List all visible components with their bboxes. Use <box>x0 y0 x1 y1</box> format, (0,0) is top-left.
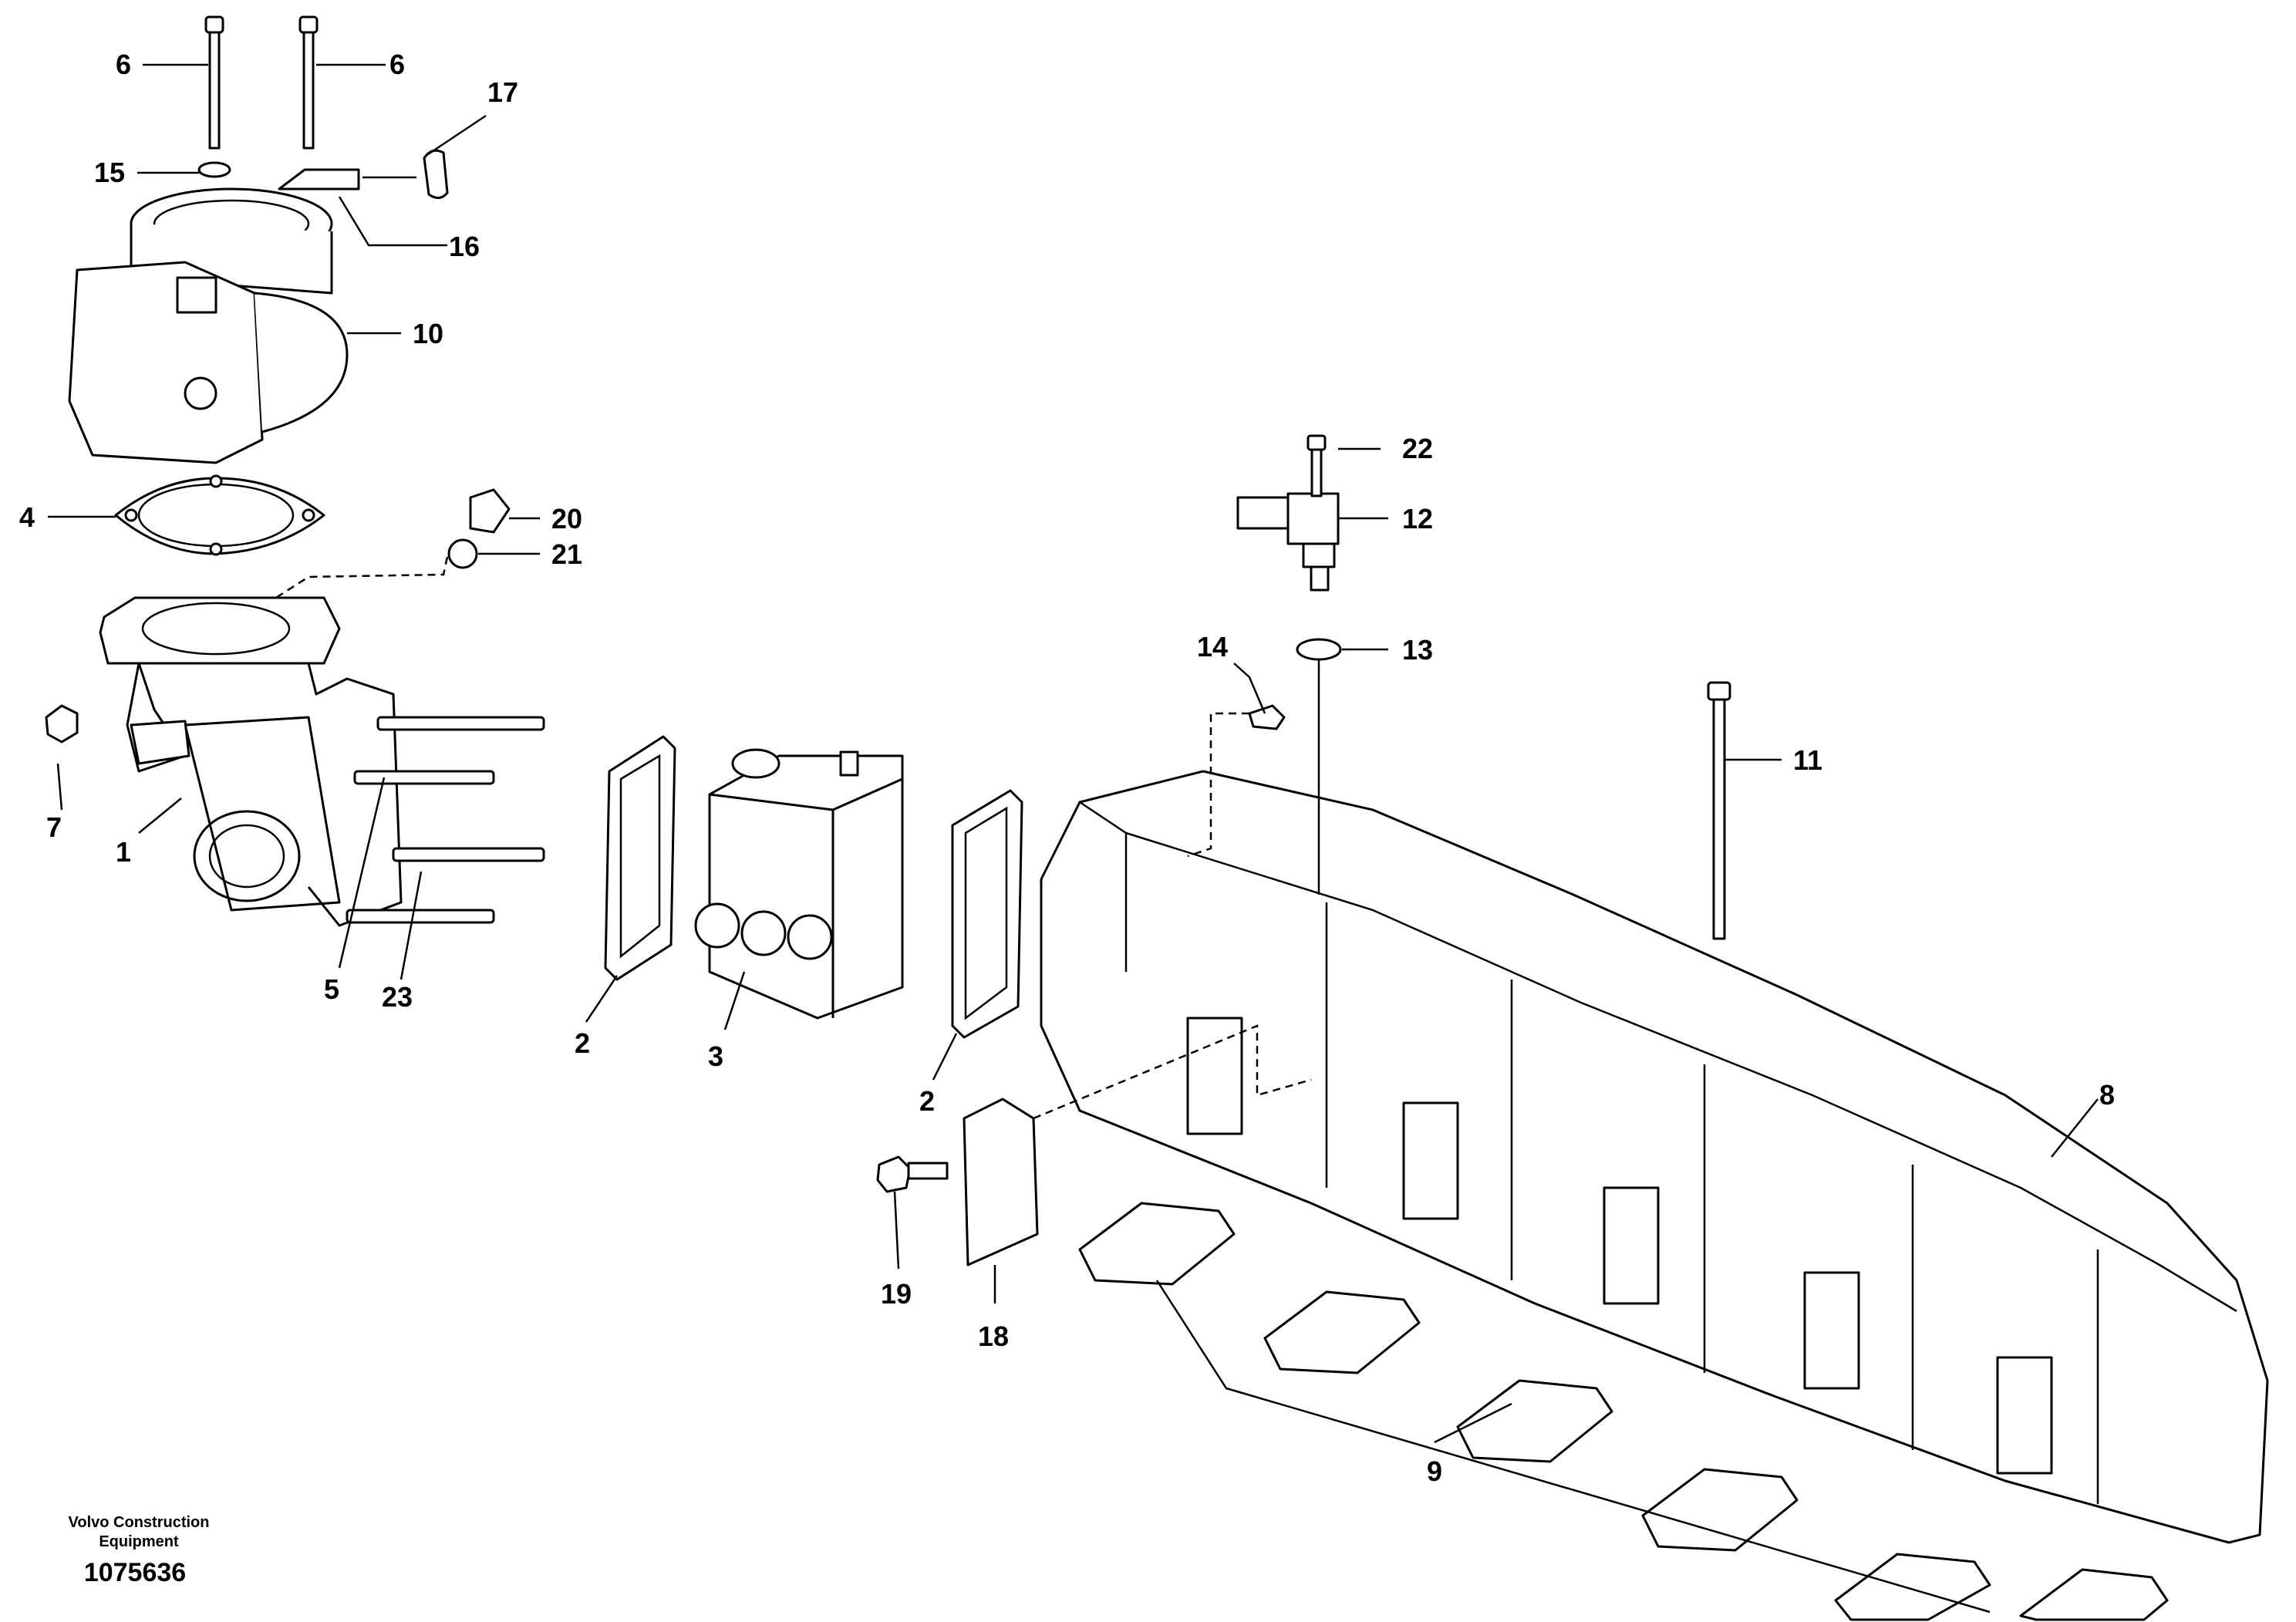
clip-17 <box>423 149 449 199</box>
callout-16: 16 <box>449 231 480 262</box>
callout-2-right: 2 <box>919 1085 935 1117</box>
callout-6-left: 6 <box>116 49 131 80</box>
nut-7 <box>45 704 79 744</box>
gasket-4 <box>114 474 325 556</box>
bolt-6-left <box>204 15 224 150</box>
bolt-6-right <box>298 15 319 150</box>
callout-6-right: 6 <box>389 49 405 80</box>
bolt-22 <box>1306 434 1327 497</box>
sensor-12 <box>1236 492 1340 592</box>
callout-18: 18 <box>978 1320 1009 1352</box>
callout-13: 13 <box>1402 634 1433 666</box>
washer-15 <box>197 161 231 178</box>
callout-2-left: 2 <box>575 1027 590 1059</box>
screw-14 <box>1248 704 1286 730</box>
callout-3: 3 <box>708 1040 723 1072</box>
o-ring-13 <box>1296 638 1342 661</box>
bolt-11 <box>1707 681 1731 940</box>
studs-5 <box>346 716 545 924</box>
callout-8: 8 <box>2099 1079 2115 1111</box>
brand-line-2: Equipment <box>99 1533 179 1550</box>
bolt-19 <box>876 1155 949 1193</box>
callout-17: 17 <box>487 76 518 108</box>
callout-7: 7 <box>46 811 62 843</box>
callout-20: 20 <box>551 503 582 534</box>
bracket-16 <box>278 168 360 191</box>
callout-9: 9 <box>1427 1455 1442 1487</box>
callout-1: 1 <box>116 836 131 868</box>
callout-5: 5 <box>324 973 339 1005</box>
sensor-20 <box>469 488 511 534</box>
gaskets-9 <box>1078 1202 2169 1621</box>
callout-4: 4 <box>19 501 35 533</box>
callout-22: 22 <box>1402 433 1433 464</box>
callout-12: 12 <box>1402 503 1433 534</box>
callout-23: 23 <box>382 981 413 1013</box>
callout-10: 10 <box>413 318 443 349</box>
o-ring-21 <box>447 538 478 569</box>
inlet-housing-1 <box>99 596 403 927</box>
callout-15: 15 <box>94 157 125 188</box>
drawing-number: 1075636 <box>84 1558 186 1587</box>
gasket-2-left <box>604 735 676 981</box>
gasket-2-right <box>951 789 1023 1039</box>
intake-manifold-8 <box>1040 770 2269 1544</box>
bracket-18 <box>963 1098 1039 1266</box>
callout-19: 19 <box>881 1278 912 1310</box>
callout-11: 11 <box>1793 744 1822 776</box>
heater-3 <box>694 748 904 1020</box>
throttle-body-10 <box>68 187 349 464</box>
brand-line-1: Volvo Construction <box>69 1514 210 1531</box>
callout-21: 21 <box>551 538 582 570</box>
callout-14: 14 <box>1197 631 1228 663</box>
